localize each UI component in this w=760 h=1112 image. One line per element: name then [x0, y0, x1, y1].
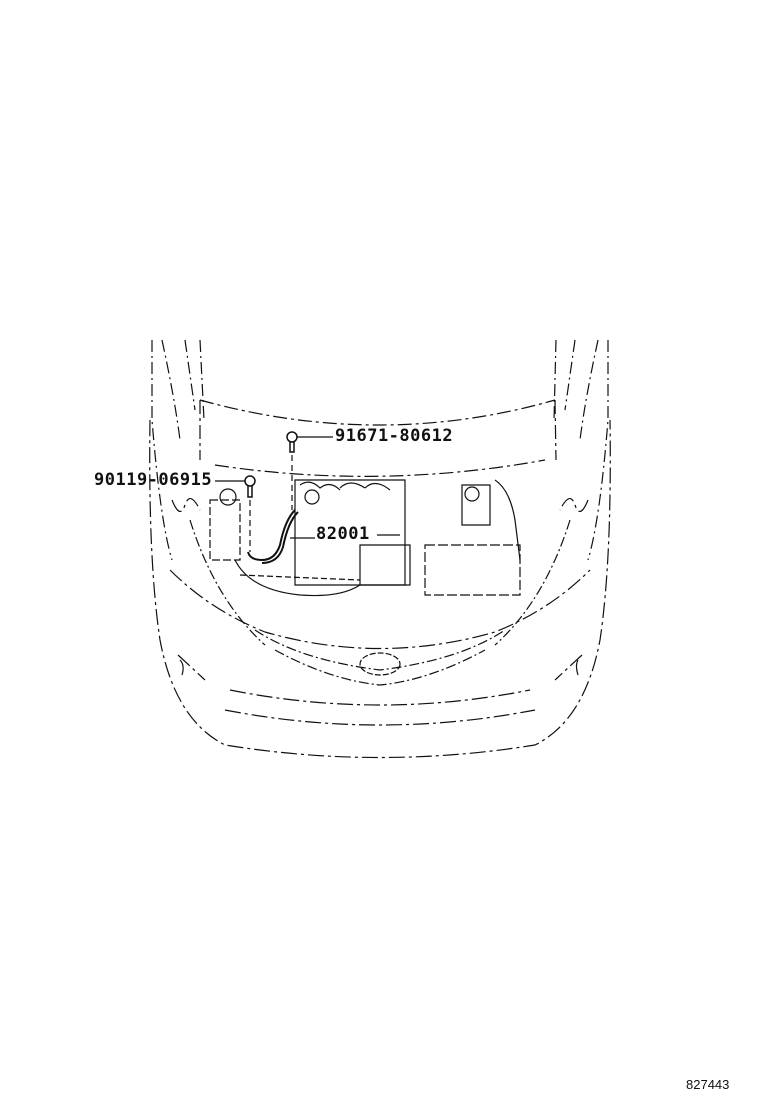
grille: [189, 519, 571, 686]
emblem: [359, 652, 401, 676]
engine-compartment: [209, 479, 521, 597]
figure-number: 827443: [686, 1077, 730, 1092]
callout-91671-80612[interactable]: 91671-80612: [335, 426, 454, 446]
callout-82001[interactable]: 82001: [316, 524, 370, 544]
bolt-icon-top: [286, 431, 333, 510]
body-outline: [149, 419, 611, 759]
callout-90119-06915[interactable]: 90119-06915: [94, 470, 213, 490]
wire-harness: [247, 509, 299, 564]
bolt-icon-left: [215, 475, 256, 552]
a-pillars: [151, 339, 609, 561]
hood-outline: [199, 399, 557, 477]
